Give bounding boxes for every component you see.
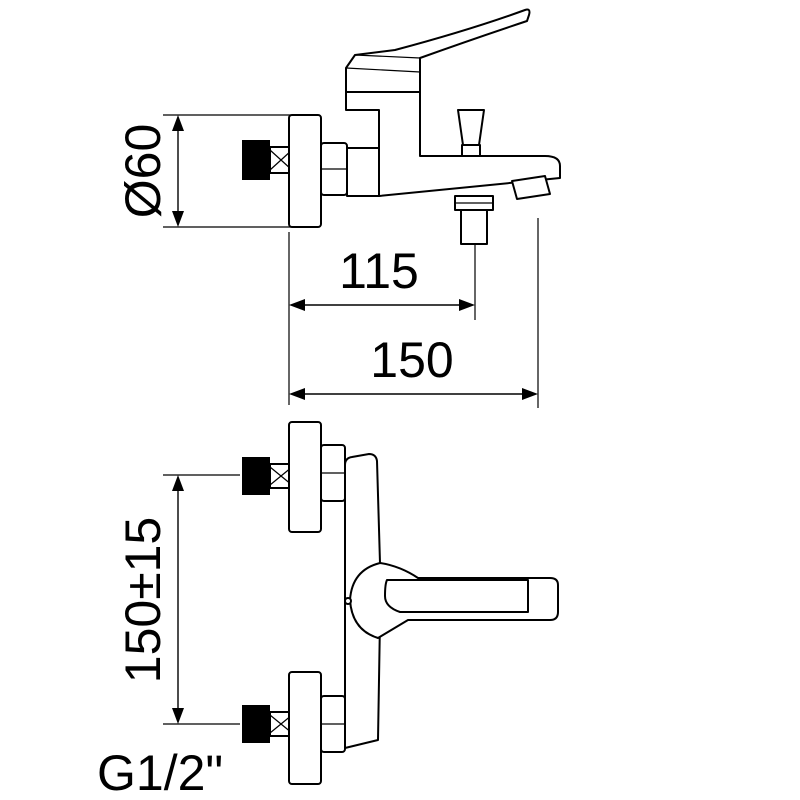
front-view-upper-flange bbox=[288, 421, 322, 533]
top-view-handle-lever bbox=[345, 8, 531, 93]
top-view-threaded-inlet bbox=[242, 140, 293, 180]
diameter-dimension: Ø60 bbox=[115, 114, 300, 228]
top-view: Ø60 115 150 bbox=[115, 8, 561, 408]
front-view-upper-nut bbox=[320, 444, 346, 502]
front-view: 150±15 G1/2" bbox=[97, 421, 559, 800]
front-view-lower-flange bbox=[288, 671, 322, 785]
diameter-label: Ø60 bbox=[115, 124, 171, 219]
front-view-lower-nut bbox=[320, 695, 346, 753]
top-view-wall-flange bbox=[288, 114, 322, 228]
handle-reach-dimension: 115 bbox=[288, 232, 476, 405]
top-view-spout-tip bbox=[511, 175, 551, 200]
thread-size-label: G1/2" bbox=[97, 745, 223, 800]
top-view-hex-nut bbox=[320, 142, 348, 196]
inlet-spacing-dimension: 150±15 bbox=[115, 474, 240, 725]
top-view-shower-outlet bbox=[454, 195, 494, 245]
front-view-handle bbox=[344, 562, 559, 639]
top-view-diverter-knob bbox=[457, 109, 485, 157]
front-view-lower-inlet bbox=[242, 705, 293, 743]
inlet-spacing-label: 150±15 bbox=[115, 517, 171, 683]
front-view-upper-inlet bbox=[242, 457, 293, 495]
spout-reach-dimension: 150 bbox=[289, 218, 539, 408]
spout-reach-label: 150 bbox=[370, 332, 453, 388]
top-view-connector bbox=[346, 147, 380, 197]
handle-reach-label: 115 bbox=[339, 243, 419, 299]
